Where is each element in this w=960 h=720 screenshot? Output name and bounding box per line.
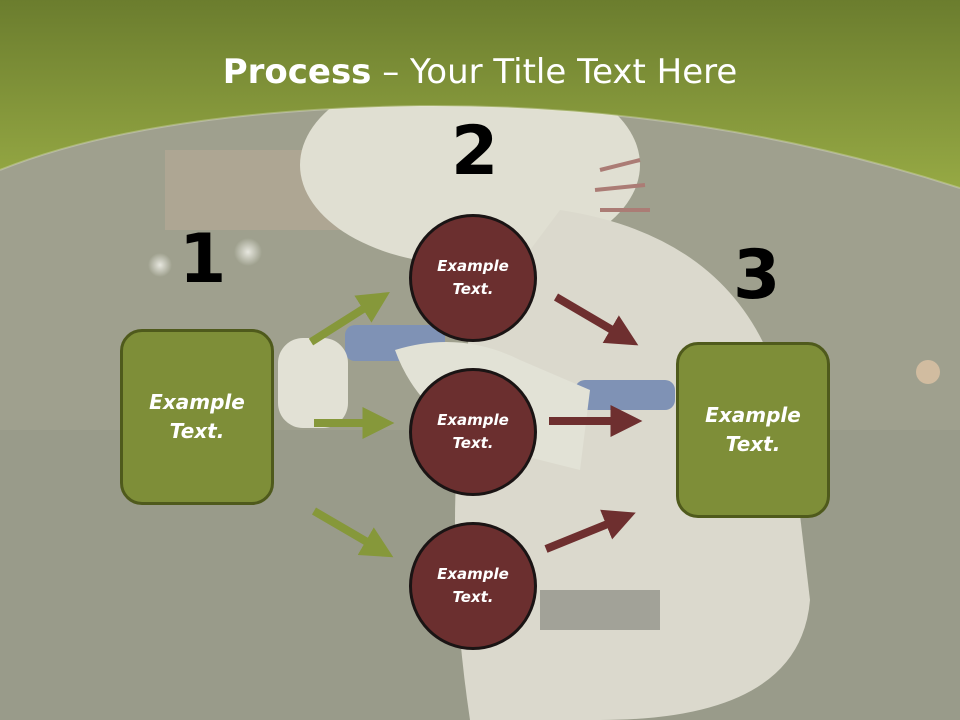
- arrow-2-bottom-to-3: [544, 509, 636, 553]
- step-3-box: Example Text.: [676, 342, 830, 518]
- step-2-item-3-text: Example Text.: [437, 564, 509, 606]
- step-2-circle-middle: Example Text.: [409, 368, 537, 496]
- step-2-item-1-text: Example Text.: [437, 256, 509, 298]
- title-bold: Process: [222, 52, 372, 92]
- step-number-1: 1: [179, 220, 227, 299]
- arrow-1-to-2-top: [308, 292, 390, 346]
- step-2-item-2-text: Example Text.: [437, 410, 509, 452]
- title-rest: – Your Title Text Here: [371, 52, 738, 92]
- arrow-1-to-2-bottom: [311, 507, 394, 558]
- step-1-text: Example Text.: [149, 390, 245, 443]
- slide-title: Process – Your Title Text Here: [0, 52, 960, 92]
- step-number-2: 2: [451, 112, 499, 191]
- step-1-box: Example Text.: [120, 329, 274, 505]
- step-number-3: 3: [733, 236, 781, 315]
- step-2-circle-top: Example Text.: [409, 214, 537, 342]
- arrow-2-top-to-3: [553, 293, 639, 346]
- step-3-text: Example Text.: [705, 403, 801, 456]
- step-2-circle-bottom: Example Text.: [409, 522, 537, 650]
